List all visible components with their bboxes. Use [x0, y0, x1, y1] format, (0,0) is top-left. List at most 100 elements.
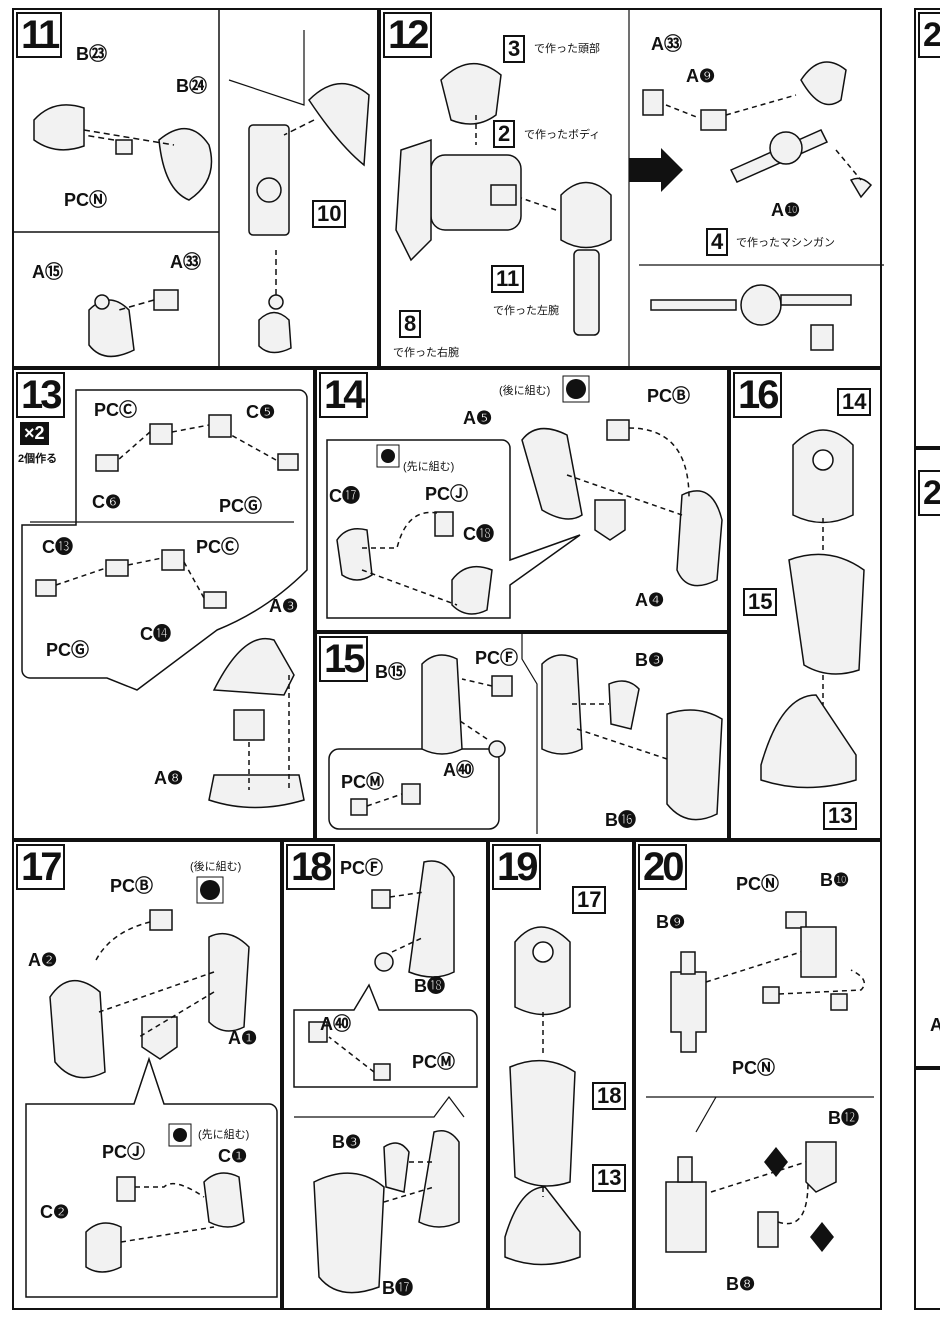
- label-pcn-bottom: PCⓃ: [732, 1058, 776, 1078]
- step-number: 11: [16, 12, 63, 58]
- step-11-diagram: [14, 10, 370, 370]
- part-joint: [490, 184, 517, 206]
- label-pcm: PCⓂ: [341, 772, 385, 792]
- step-15-panel: 15 B⑮ PCⒻ B❸ PCⓂ A㊵ B⓰: [315, 632, 729, 840]
- label-c14: C⓮: [140, 624, 171, 644]
- label-b8: B❽: [726, 1274, 756, 1294]
- part-b23: [33, 104, 85, 151]
- part-b9: [670, 971, 707, 1053]
- label-a1: A❶: [228, 1028, 258, 1048]
- joint: [256, 177, 282, 203]
- part-b12: [805, 1141, 837, 1193]
- inset-frame: [293, 983, 478, 1088]
- label-a5: A❺: [463, 408, 493, 428]
- note-after: (後に組む): [499, 385, 551, 397]
- part-a2: [49, 979, 106, 1079]
- part-middle: [141, 1016, 178, 1060]
- part-pcn-right: [830, 993, 848, 1011]
- step-order-2-icon: [764, 1147, 788, 1177]
- step-number: 14: [319, 372, 368, 418]
- label-b10: B❿: [820, 870, 850, 890]
- step-number: 17: [16, 844, 65, 890]
- label-a: A: [930, 1015, 940, 1035]
- ref-step-18: 18: [592, 1082, 627, 1110]
- step-12-diagram: [395, 10, 884, 370]
- part-b8: [757, 1211, 779, 1248]
- part-hand-a15: [88, 299, 135, 358]
- label-a33: A㉝: [651, 34, 682, 54]
- ref-step-4: 4: [706, 228, 729, 256]
- label-b3: B❸: [635, 650, 665, 670]
- part-a4: [676, 490, 723, 587]
- step-number: 20: [638, 844, 687, 890]
- part-inner: [541, 654, 583, 755]
- next-page-panel-bottom: [914, 1068, 940, 1310]
- step-16-panel: 16 14 15 13: [729, 368, 882, 840]
- part-a33: [642, 89, 664, 116]
- label-a9: A❾: [686, 66, 716, 86]
- multiplier-note: 2個作る: [18, 453, 58, 465]
- step-17-diagram: [25, 876, 278, 1298]
- label-b12: B⓬: [828, 1108, 859, 1128]
- step-17-panel: 17 PCⒷ (後に組む) A❷ A❶ PCⒿ (先に組む) C❶ C❷: [12, 840, 282, 1310]
- ref-step-13: 13: [823, 802, 858, 830]
- part-pcb: [606, 419, 630, 441]
- arrow-right-icon: [629, 148, 683, 192]
- part-a40: [308, 1021, 328, 1043]
- label-body: で作ったボディ: [524, 129, 601, 141]
- part-a10: [849, 177, 873, 199]
- note-before: (先に組む): [403, 461, 455, 473]
- part-b24: [158, 127, 213, 201]
- next-page-panel-top: 2: [914, 8, 940, 448]
- step-number: 16: [733, 372, 782, 418]
- label-a3: A❸: [269, 596, 299, 616]
- label-pcb: PCⒷ: [647, 386, 691, 406]
- label-c1: C❶: [218, 1146, 248, 1166]
- label-pcm: PCⓂ: [412, 1052, 456, 1072]
- ref-step-11: 11: [491, 265, 525, 293]
- part-inner: [418, 1130, 460, 1228]
- part-c14: [203, 591, 227, 609]
- part-joint: [233, 709, 265, 741]
- ref-step-15: 15: [743, 588, 778, 616]
- ref-step-14: 14: [837, 388, 872, 416]
- part-b15: [421, 654, 463, 755]
- multiplier-badge: ×2: [20, 422, 49, 445]
- part-pcm: [373, 1063, 391, 1081]
- step-19-panel: 19 17 18 13: [488, 840, 634, 1310]
- part-b3: [383, 1142, 410, 1193]
- part-pcj: [116, 1176, 136, 1202]
- step-19-diagram: [504, 926, 581, 1266]
- ref-step-2: 2: [493, 120, 516, 148]
- label-b24: B㉔: [176, 76, 207, 96]
- step-number: 2: [918, 470, 940, 516]
- part-cap: [308, 82, 370, 167]
- note-after: (後に組む): [190, 861, 242, 873]
- label-a10: A❿: [771, 200, 801, 220]
- label-b23: B㉓: [76, 44, 107, 64]
- part-pcn-top: [785, 911, 807, 929]
- part-middle: [594, 499, 626, 541]
- part-pcc2: [161, 549, 185, 571]
- part-pcg: [277, 453, 299, 471]
- ref-step-3: 3: [503, 35, 526, 63]
- part-c1: [203, 1172, 245, 1228]
- part-pcc: [149, 423, 173, 445]
- inset-frame: [328, 748, 500, 830]
- label-pcn: PCⓃ: [64, 190, 108, 210]
- part-b18: [408, 860, 455, 978]
- label-a40: A㊵: [443, 760, 474, 780]
- part-pcb: [149, 909, 173, 931]
- label-pcg2: PCⒼ: [46, 640, 90, 660]
- part-b10: [800, 926, 837, 978]
- label-pcc: PCⒸ: [94, 400, 138, 420]
- inset-frame: [21, 389, 308, 691]
- note-before: (先に組む): [198, 1129, 250, 1141]
- label-pcj: PCⒿ: [102, 1142, 146, 1162]
- part-leg-18: [509, 1059, 576, 1187]
- step-12-panel: 12 3: [379, 8, 884, 370]
- inset-frame: [25, 1056, 278, 1298]
- part-a8: [208, 774, 305, 809]
- step-20-panel: 20 PCⓃ B❿ B❾ PCⓃ B⓬ ❷ ❶ B❽: [634, 840, 882, 1310]
- label-c6: C❻: [92, 492, 122, 512]
